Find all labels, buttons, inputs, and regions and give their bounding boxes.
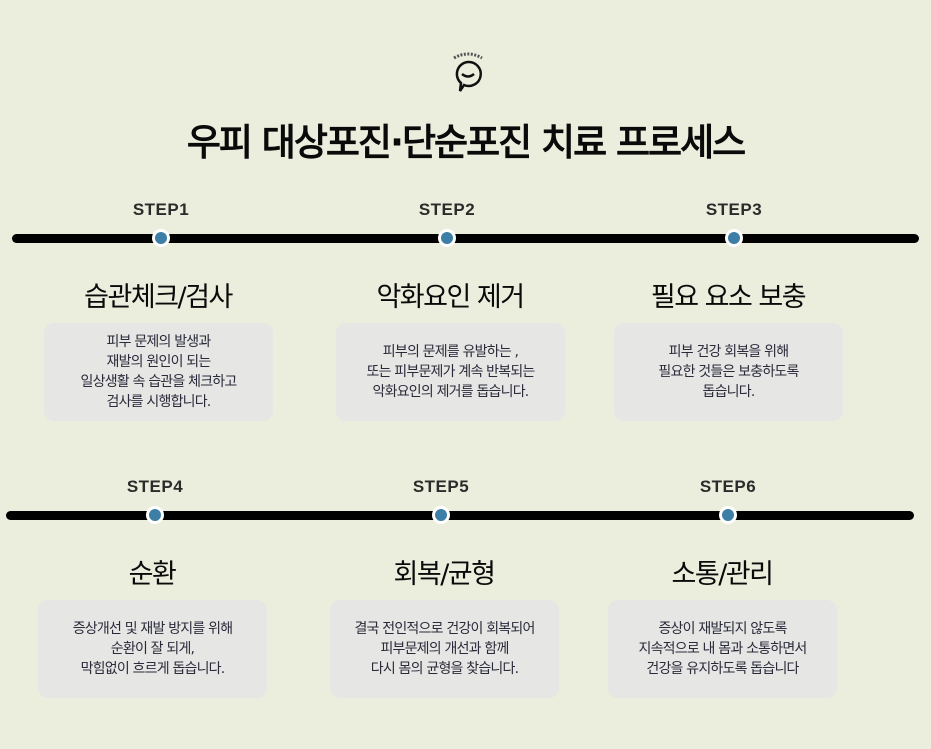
smiling-speech-bubble-icon bbox=[453, 52, 483, 92]
step-marker-dot bbox=[438, 229, 456, 247]
step-label: STEP2 bbox=[418, 200, 476, 219]
step-title: 순환 bbox=[128, 559, 177, 590]
timeline-row-2 bbox=[6, 511, 914, 520]
step-marker-dot bbox=[146, 506, 164, 524]
step-marker-dot bbox=[432, 506, 450, 524]
timeline-row-1 bbox=[12, 234, 919, 243]
step-label: STEP1 bbox=[132, 200, 190, 219]
step-label: STEP6 bbox=[699, 477, 757, 496]
step-description-box: 피부의 문제를 유발하는 , 또는 피부문제가 계속 반복되는 악화요인의 제거… bbox=[336, 323, 565, 421]
step-title: 악화요인 제거 bbox=[376, 282, 525, 313]
step-description-box: 증상이 재발되지 않도록 지속적으로 내 몸과 소통하면서 건강을 유지하도록 … bbox=[608, 600, 837, 698]
step-marker-dot bbox=[725, 229, 743, 247]
step-description-box: 결국 전인적으로 건강이 회복되어 피부문제의 개선과 함께 다시 몸의 균형을… bbox=[330, 600, 559, 698]
step-marker-dot bbox=[152, 229, 170, 247]
step-marker-dot bbox=[719, 506, 737, 524]
step-title: 습관체크/검사 bbox=[84, 282, 233, 313]
step-title: 필요 요소 보충 bbox=[650, 282, 807, 313]
step-description-box: 피부 건강 회복을 위해 필요한 것들은 보충하도록 돕습니다. bbox=[614, 323, 843, 421]
step-description-box: 피부 문제의 발생과 재발의 원인이 되는 일상생활 속 습관을 체크하고 검사… bbox=[44, 323, 273, 421]
step-title: 소통/관리 bbox=[671, 559, 774, 590]
step-label: STEP5 bbox=[412, 477, 470, 496]
step-description-box: 증상개선 및 재발 방지를 위해 순환이 잘 되게, 막힘없이 흐르게 돕습니다… bbox=[38, 600, 267, 698]
step-title: 회복/균형 bbox=[393, 559, 496, 590]
step-label: STEP4 bbox=[126, 477, 184, 496]
step-label: STEP3 bbox=[705, 200, 763, 219]
page-title: 우피 대상포진·단순포진 치료 프로세스 bbox=[186, 121, 746, 164]
